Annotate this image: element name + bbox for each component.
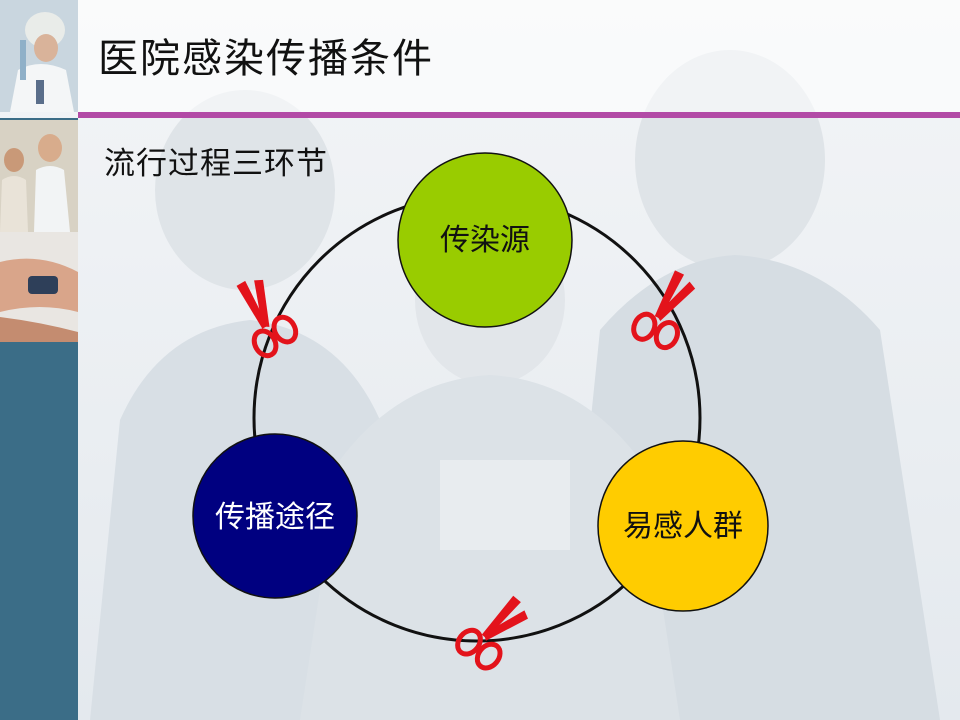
section-subtitle: 流行过程三环节: [104, 146, 328, 182]
node-susceptible-population: 易感人群: [597, 440, 769, 612]
node-susceptible-population-label: 易感人群: [623, 509, 743, 544]
scissors-icon-bottom: [453, 587, 536, 674]
header-area: [78, 0, 960, 112]
accent-divider: [78, 112, 960, 118]
node-infection-source-label: 传染源: [440, 223, 530, 258]
doctor-photo: [0, 120, 78, 232]
page-title: 医院感染传播条件: [98, 36, 434, 82]
node-infection-source: 传染源: [397, 152, 573, 328]
node-transmission-route-label: 传播途径: [215, 500, 335, 535]
scissors-icon-right: [630, 265, 702, 353]
blood-pressure-photo: [0, 232, 78, 342]
node-transmission-route: 传播途径: [192, 433, 358, 599]
header-photo: [0, 0, 78, 112]
scissors-icon-left: [224, 271, 301, 360]
